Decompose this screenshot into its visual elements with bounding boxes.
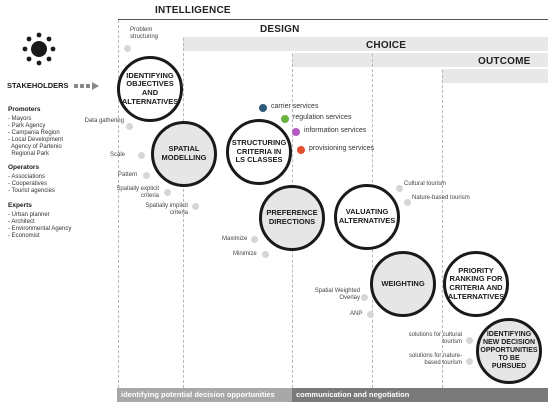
grey-dot (361, 294, 368, 301)
phase-design-band (183, 37, 548, 51)
phase-outcome-label: OUTCOME (478, 56, 531, 67)
carrier-services-label: carrier services (271, 103, 319, 110)
stakeholder-item: - Economist (8, 233, 40, 239)
stakeholder-item: - Associations (8, 174, 46, 180)
grey-dot (124, 45, 131, 52)
guide-line (118, 20, 119, 388)
phase-outcome-band (442, 69, 548, 83)
regulation-services-label: regulation services (293, 114, 352, 121)
provisioning-services-label: provisioning services (309, 145, 374, 152)
stakeholder-item: - Environmental Agency (8, 226, 72, 232)
stakeholder-item: - Local Development (8, 137, 64, 143)
experts-heading: Experts (8, 202, 32, 209)
footer-communication-bar: communication and negotiation (292, 388, 548, 402)
guide-line (442, 70, 443, 388)
scale-label: Scale (110, 152, 126, 158)
cultural-tourism-label: Cultural tourism (404, 181, 447, 187)
step-new-decision-opportunities: IDENTIFYING NEW DECISION OPPORTUNITIES T… (476, 318, 542, 384)
spatially-implicit-label: Spatially implicit criteria (145, 203, 188, 217)
solutions-cultural-label: solutions for cultural tourism (408, 332, 462, 346)
operators-heading: Operators (8, 164, 40, 171)
stakeholder-item: - Architect (8, 219, 35, 225)
stakeholder-item: Agency of Partenio (8, 144, 62, 150)
grey-dot (251, 236, 258, 243)
phase-intelligence-label: INTELLIGENCE (155, 5, 231, 16)
information-services-dot (292, 128, 300, 136)
anp-label: ANP (350, 311, 363, 317)
nature-tourism-label: Nature-based tourism (412, 195, 470, 201)
stakeholder-item: - Campania Region (8, 130, 60, 136)
step-priority-ranking: PRIORITY RANKING FOR CRITERIA AND ALTERN… (443, 251, 509, 317)
spatial-weighted-overlay-label: Spatial Weighted Overlay (314, 288, 360, 302)
carrier-services-dot (259, 104, 267, 112)
pattern-label: Pattern (118, 172, 138, 178)
stakeholder-item: Regional Park (8, 151, 50, 157)
grey-dot (466, 358, 473, 365)
maximize-label: Maximize (222, 236, 248, 242)
stakeholders-group-icon (22, 32, 56, 66)
stakeholder-item: - Urban planner (8, 212, 50, 218)
grey-dot (262, 251, 269, 258)
step-valuating-alternatives: VALUATING ALTERNATIVES (334, 184, 400, 250)
data-gathering-label: Data gathering (84, 118, 124, 124)
grey-dot (143, 172, 150, 179)
grey-dot (396, 185, 403, 192)
footer-identifying-bar: identifying potential decision opportuni… (117, 388, 292, 402)
information-services-label: information services (304, 127, 367, 134)
phase-choice-label: CHOICE (366, 40, 407, 51)
solutions-nature-label: solutions for nature-based tourism (408, 353, 462, 367)
stakeholder-item: - Park Agency (8, 123, 46, 129)
regulation-services-dot (281, 115, 289, 123)
grey-dot (192, 203, 199, 210)
grey-dot (404, 199, 411, 206)
step-spatial-modelling: SPATIAL MODELLING (151, 121, 217, 187)
phase-design-label: DESIGN (260, 24, 300, 35)
grey-dot (126, 123, 133, 130)
minimize-label: Minimize (233, 251, 257, 257)
dashed-arrow-icon (74, 82, 99, 90)
grey-dot (164, 189, 171, 196)
grey-dot (138, 152, 145, 159)
problem-structuring-label: Problem structuring (130, 27, 159, 41)
step-preference-directions: PREFERENCE DIRECTIONS (259, 185, 325, 251)
step-structuring-criteria: STRUCTURING CRITERIA IN LS CLASSES (226, 119, 292, 185)
spatially-explicit-label: Spatially explicit criteria (116, 186, 159, 200)
step-weighting: WEIGHTING (370, 251, 436, 317)
promoters-heading: Promoters (8, 106, 41, 113)
grey-dot (367, 311, 374, 318)
step-identifying-objectives: IDENTIFYING OBJECTIVES AND ALTERNATIVES (117, 56, 183, 122)
phase-choice-band (292, 53, 548, 67)
stakeholder-item: - Mayors (8, 116, 32, 122)
stakeholder-item: - Cooperatives (8, 181, 48, 187)
stakeholder-item: - Tourist agencies (8, 188, 55, 194)
grey-dot (466, 337, 473, 344)
stakeholders-title: STAKEHOLDERS (7, 81, 69, 90)
provisioning-services-dot (297, 146, 305, 154)
guide-line (183, 38, 184, 388)
phase-intelligence-line (118, 19, 548, 20)
